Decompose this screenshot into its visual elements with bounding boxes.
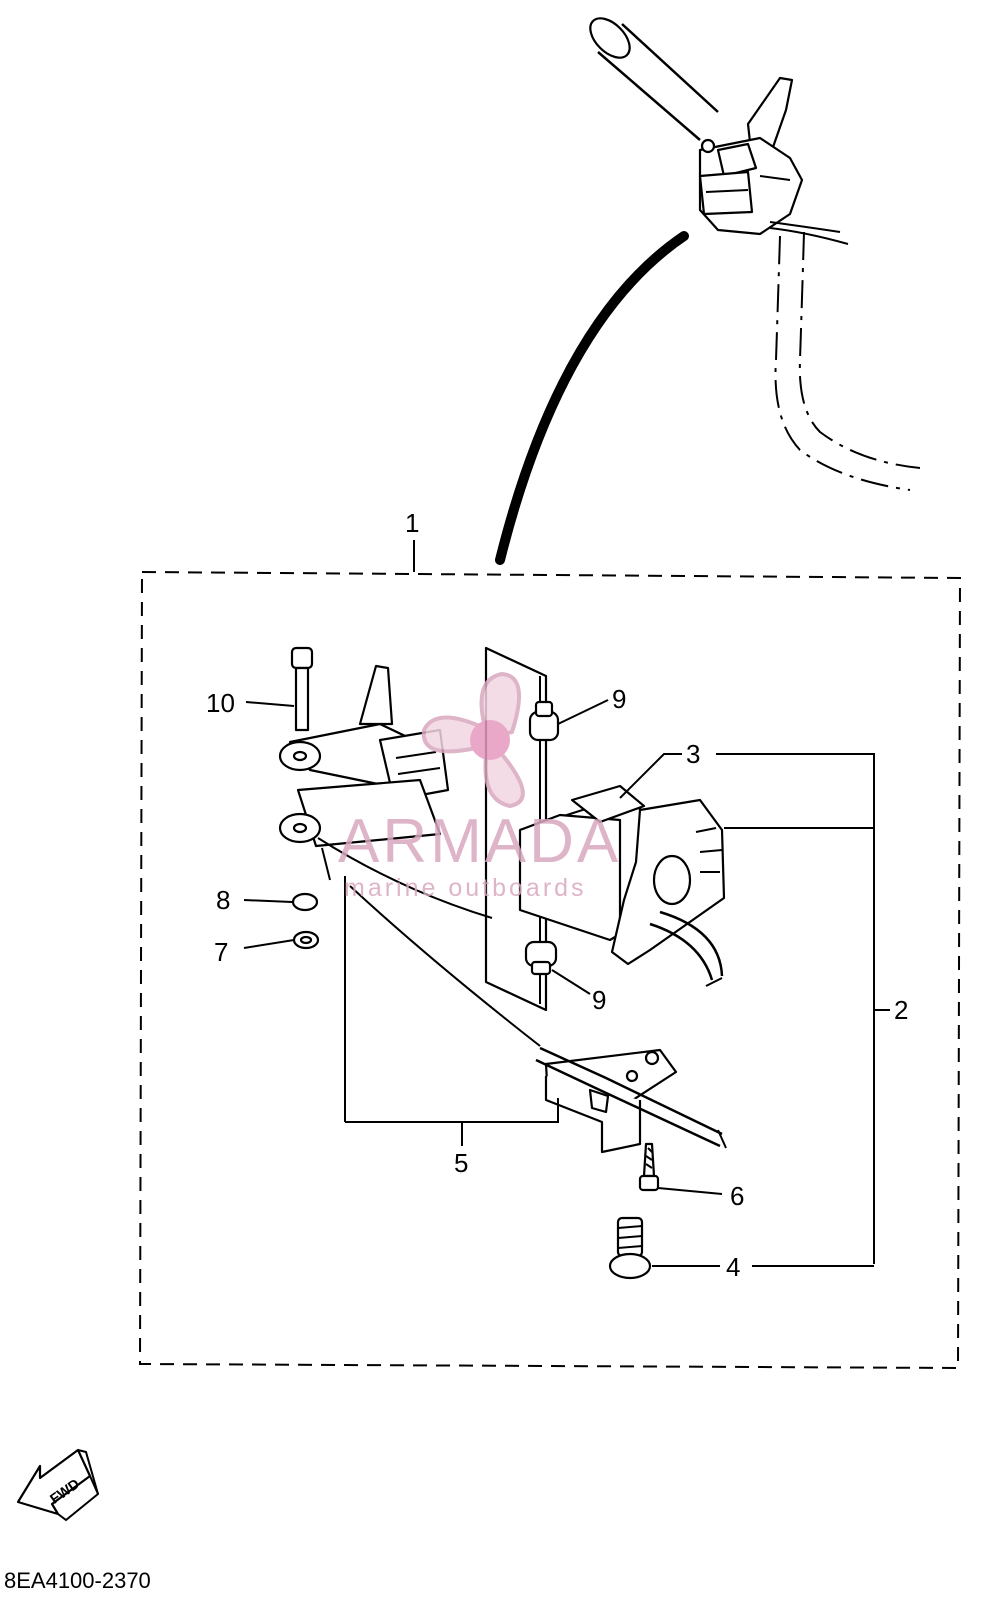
callout-5: 5 (454, 1148, 468, 1178)
part-9-grommet-upper (528, 700, 560, 742)
handlebar-grip-illustration (495, 17, 921, 565)
callout-1: 1 (405, 508, 419, 538)
armada-watermark: ARMADA marine outboards (338, 671, 621, 902)
part-6-screw (638, 1142, 660, 1192)
propeller-logo (421, 671, 525, 809)
callout-9-lower: 9 (592, 985, 606, 1015)
watermark-brand: ARMADA (338, 807, 621, 876)
callout-labels: 1 2 3 4 5 6 7 8 9 9 10 (206, 508, 908, 1282)
part-10-pin (290, 646, 314, 732)
part-8-washer (291, 892, 319, 912)
callout-2: 2 (894, 995, 908, 1025)
fwd-arrow: FWD (16, 1448, 100, 1522)
callout-10: 10 (206, 688, 235, 718)
drawing-code: 8EA4100-2370 (4, 1568, 151, 1593)
part-4-bolt (608, 1216, 652, 1280)
callout-7: 7 (214, 937, 228, 967)
leader-lines (243, 699, 890, 1267)
assembly-boundary (138, 540, 962, 1370)
callout-4: 4 (726, 1252, 740, 1282)
callout-8: 8 (216, 885, 230, 915)
part-7-washer (292, 930, 320, 950)
part-3-switch-unit (518, 784, 726, 987)
callout-9-upper: 9 (612, 684, 626, 714)
cable-bracket (535, 1046, 727, 1154)
watermark-tagline: marine outboards (344, 874, 587, 902)
part-9-grommet-lower (524, 940, 558, 976)
callout-6: 6 (730, 1181, 744, 1211)
callout-3: 3 (686, 739, 700, 769)
